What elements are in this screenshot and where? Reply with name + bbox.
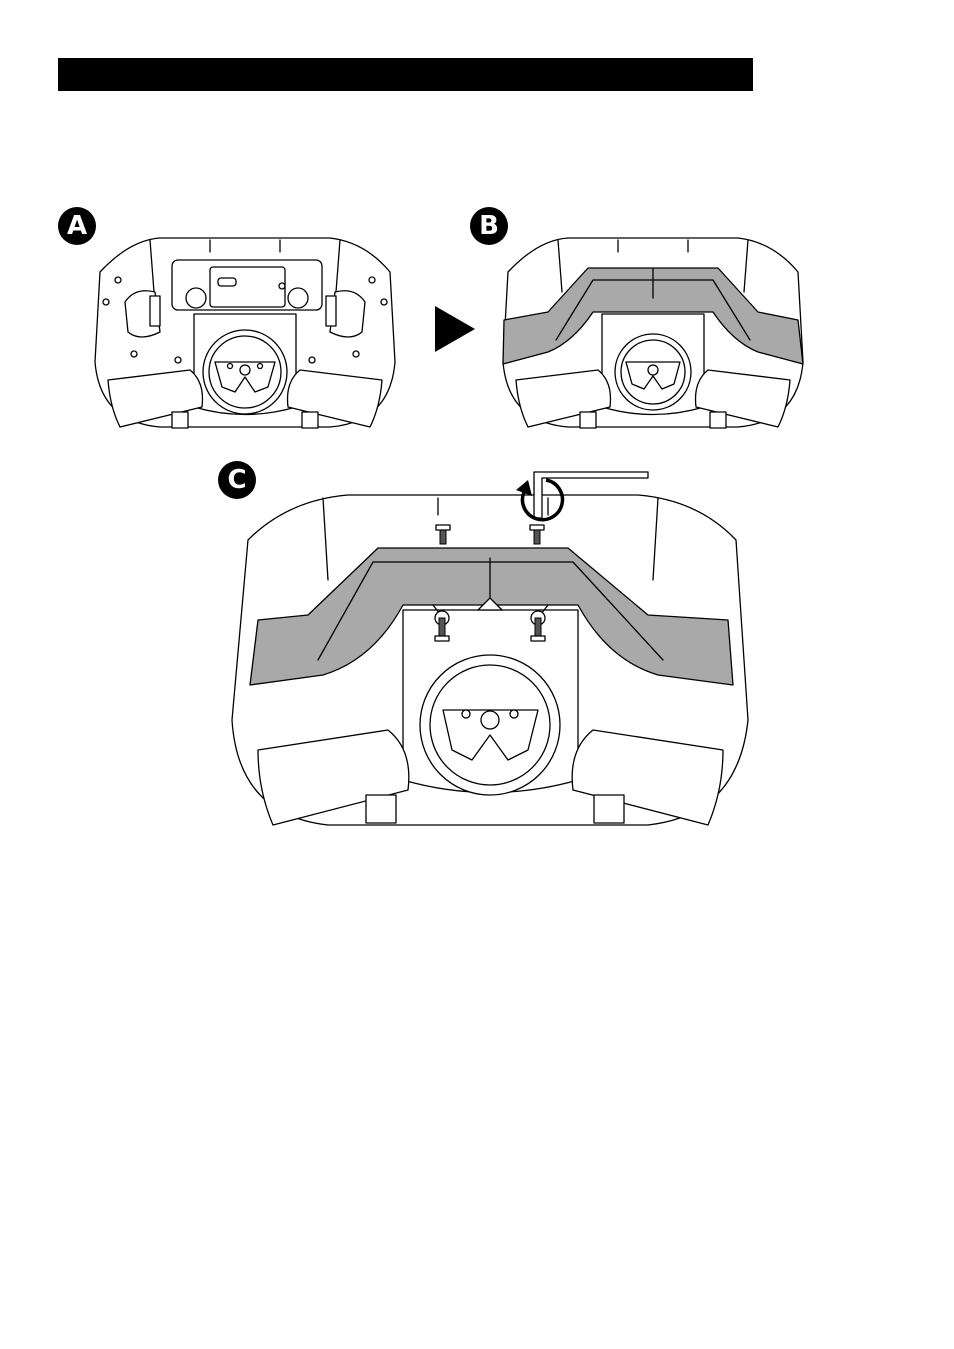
- wheel-illustration-b: [498, 232, 808, 432]
- wheel-illustration-a: [90, 232, 400, 432]
- wheel-illustration-c: [228, 470, 753, 830]
- header-bar: [58, 58, 753, 91]
- right-arrow-icon: [435, 306, 475, 352]
